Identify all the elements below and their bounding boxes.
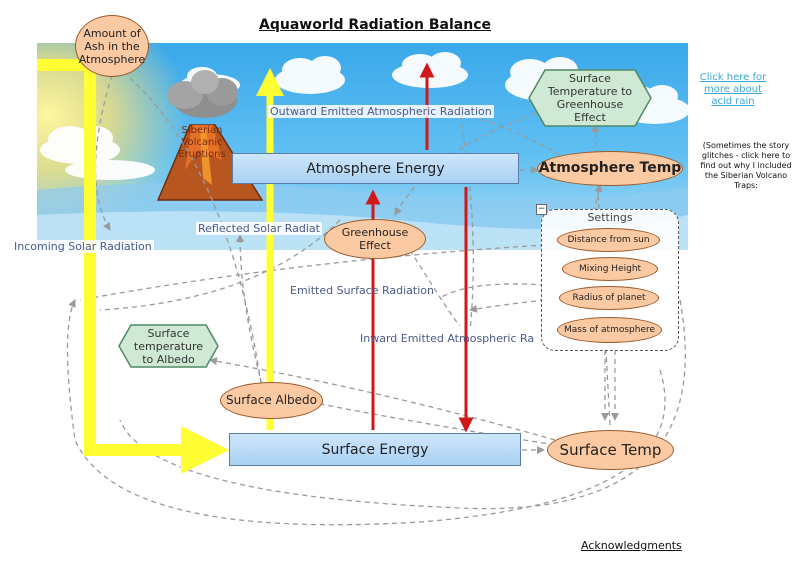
link-albedo-to-reflected — [236, 234, 263, 386]
link-loop-top — [79, 244, 546, 301]
page-title: Aquaworld Radiation Balance — [259, 17, 491, 33]
surface-to-greenhouse-label: Surface Temperature to Greenhouse Effect — [547, 72, 633, 124]
atmosphere-energy-stock[interactable]: Atmosphere Energy — [232, 153, 519, 184]
distance-from-sun-setting[interactable]: Distance from sun — [557, 228, 660, 252]
link-settings-to-atmtemp — [589, 184, 603, 231]
surface-to-greenhouse-lookup[interactable]: Surface Temperature to Greenhouse Effect — [527, 68, 653, 128]
link-surfacetemp-to-albedo-lookup — [209, 357, 556, 441]
greenhouse-effect-variable[interactable]: Greenhouse Effect — [324, 219, 426, 259]
inward-atm-label: Inward Emitted Atmospheric Ra — [360, 332, 535, 345]
surface-albedo-variable[interactable]: Surface Albedo — [220, 382, 323, 419]
surface-to-albedo-lookup[interactable]: Surface temperature to Albedo — [117, 323, 220, 369]
link-outward-cross — [459, 114, 474, 331]
reflected-solar-label: Reflected Solar Radiat — [196, 222, 322, 235]
link-atmtemp-to-outward — [449, 109, 561, 156]
glitch-note[interactable]: (Sometimes the story glitches - click he… — [700, 141, 792, 190]
surface-temp-variable[interactable]: Surface Temp — [547, 430, 674, 470]
link-settings-to-emitted — [469, 299, 546, 313]
settings-title: Settings — [587, 211, 633, 224]
surface-energy-stock[interactable]: Surface Energy — [229, 433, 521, 466]
ash-variable[interactable]: Amount of Ash in the Atmosphere — [75, 15, 149, 77]
volcano-label: Siberian Volcanic Eruptions — [178, 125, 226, 160]
incoming-solar-arrow — [37, 59, 229, 474]
surface-to-albedo-label: Surface temperature to Albedo — [133, 326, 204, 366]
atmosphere-temp-variable[interactable]: Atmosphere Temp — [537, 151, 683, 186]
link-ash-to-albedo — [129, 77, 263, 391]
mixing-height-setting[interactable]: Mixing Height — [562, 257, 658, 281]
emitted-surface-label: Emitted Surface Radiation — [290, 284, 434, 297]
acid-rain-link[interactable]: Click here for more about acid rain — [699, 72, 767, 107]
outward-atm-label: Outward Emitted Atmospheric Radiation — [268, 105, 494, 118]
mass-of-atmosphere-setting[interactable]: Mass of atmosphere — [557, 317, 662, 343]
link-incoming-cross — [99, 219, 341, 311]
incoming-solar-label: Incoming Solar Radiation — [12, 240, 154, 253]
settings-collapse-button[interactable]: − — [536, 204, 547, 215]
link-greenhouse-lookup-to-greenhouse — [394, 109, 546, 216]
acknowledgments-link[interactable]: Acknowledgments — [581, 539, 682, 552]
radius-of-planet-setting[interactable]: Radius of planet — [559, 286, 659, 310]
settings-group: − Settings Distance from sun Mixing Heig… — [536, 204, 679, 351]
link-settings-to-emitted-2 — [439, 283, 546, 299]
link-surfacetemp-to-greenhouse-lookup — [591, 124, 611, 426]
cloud — [275, 56, 345, 94]
